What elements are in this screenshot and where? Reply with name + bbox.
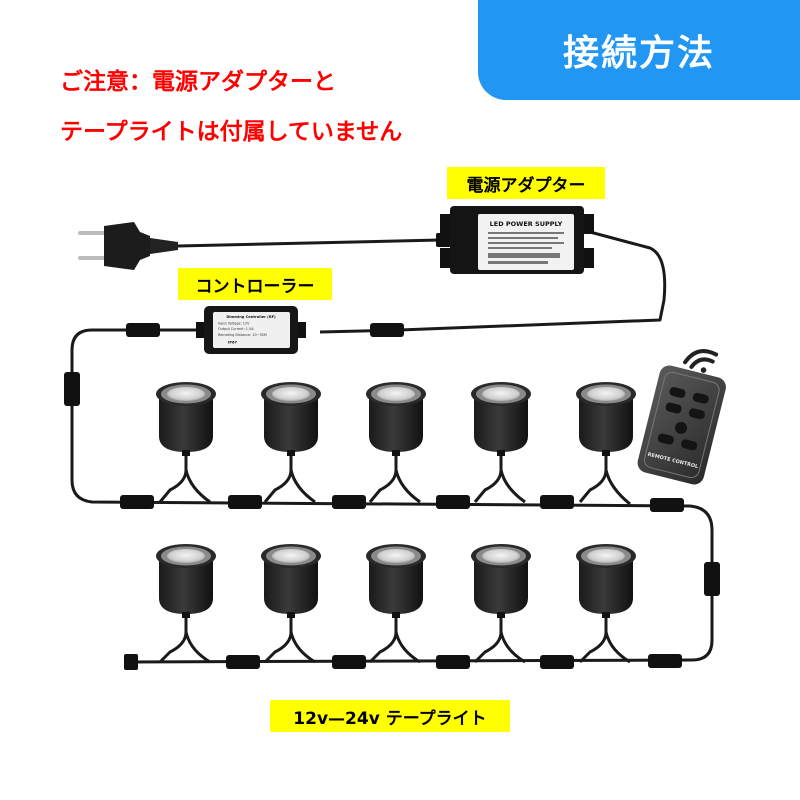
spot-light-lower-4: [471, 544, 531, 618]
cables: [70, 230, 714, 664]
spot-light-upper-4: [471, 382, 531, 456]
controller-label-voltage: Input Voltage: 12V: [218, 322, 250, 326]
spot-light-upper-3: [366, 382, 426, 456]
page-title-banner: 接続方法: [478, 0, 800, 100]
notice-line-2: テープライトは付属していません: [60, 119, 403, 145]
controller-label-tag: コントローラー: [178, 268, 332, 300]
adapter-label-tag: 電源アダプター: [447, 167, 605, 199]
controller-label-rating: IP67: [228, 341, 237, 345]
spot-light-lower-2: [261, 544, 321, 618]
adapter-label-spec-lines: [488, 232, 564, 264]
strip-label-tag: 12v—24v テープライト: [270, 700, 510, 732]
spot-light-upper-1: [156, 382, 216, 456]
page-title: 接続方法: [562, 33, 715, 74]
power-plug: [78, 222, 178, 270]
power-adapter: LED POWER SUPPLY: [440, 206, 594, 274]
cable-connectors: [64, 233, 720, 670]
remote-control: REMOTE CONTROL: [637, 349, 726, 485]
spot-light-upper-2: [261, 382, 321, 456]
spot-light-lower-1: [156, 544, 216, 618]
controller-label-title: Dimming Controller (RF): [226, 315, 276, 319]
spot-light-lower-5: [576, 544, 636, 618]
controller-label-distance: Remoting Distance: 10~30M: [218, 333, 267, 337]
notice-line-1: ご注意：電源アダプターと: [60, 69, 336, 95]
spot-light-upper-5: [576, 382, 636, 456]
spot-light-lower-3: [366, 544, 426, 618]
dimming-controller: Dimming Controller (RF) Input Voltage: 1…: [196, 306, 306, 354]
spot-lights: [156, 382, 636, 618]
wifi-signal-icon: [683, 349, 719, 373]
adapter-label-title: LED POWER SUPPLY: [490, 220, 563, 228]
controller-label-current: Output Current: 1.5A: [218, 327, 254, 331]
